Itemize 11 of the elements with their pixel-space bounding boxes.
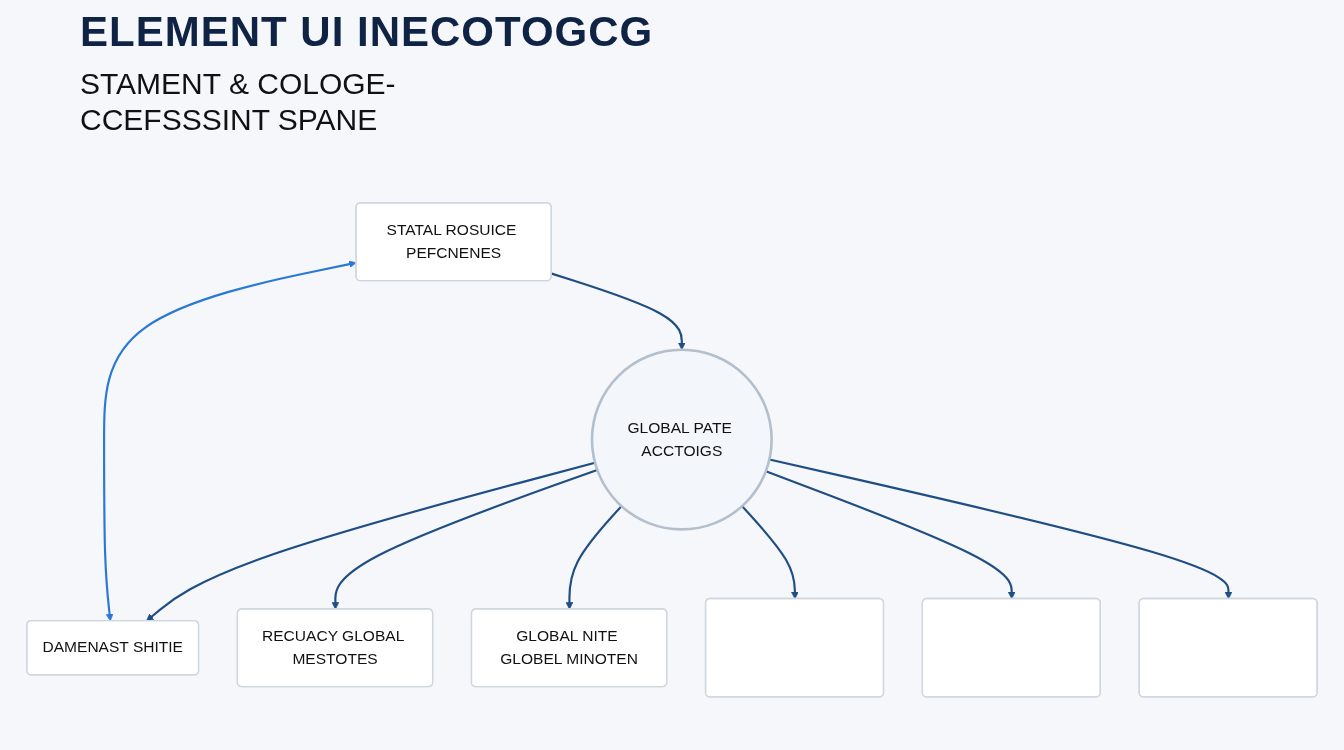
arrow [769, 458, 1233, 600]
arrow [551, 272, 686, 351]
diagram-title: ELEMENT UI INECOTOGCG [80, 8, 654, 56]
node-circle: GLOBAL PATE ACCTOIGS [590, 348, 773, 531]
arrow [146, 461, 596, 622]
subtitle-text: STAMENT & COLOGE- CCEFSSSINT SPANE [80, 66, 397, 138]
arrow [565, 505, 623, 610]
arrow [331, 468, 598, 610]
arrow [765, 470, 1016, 600]
arrow [741, 505, 799, 600]
arrow [103, 260, 357, 622]
